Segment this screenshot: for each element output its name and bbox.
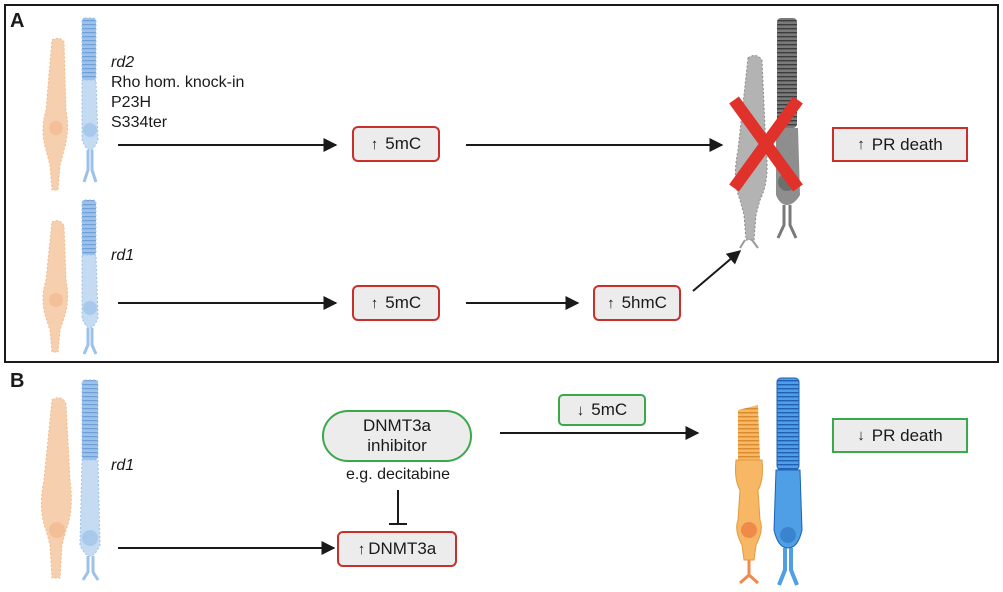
down-arrow-icon: ↓ [857, 427, 865, 444]
label-pr-death: PR death [871, 134, 943, 154]
decrease-pr-death-box: ↓ PR death [832, 418, 968, 453]
increase-5mc-box-a1: ↑ 5mC [352, 126, 440, 162]
inhibitor-example: e.g. decitabine [345, 466, 451, 483]
label-5mc: 5mC [385, 293, 422, 312]
increase-pr-death-box: ↑ PR death [832, 127, 968, 162]
healthy-cone [735, 405, 763, 585]
degenerating-cone-b [40, 397, 72, 579]
panel-b-letter: B [10, 370, 25, 392]
degenerating-rod-a1 [81, 17, 99, 183]
increase-dnmt3a-box: ↑ DNMT3a [337, 531, 457, 567]
up-arrow-icon: ↑ [857, 136, 865, 153]
cross-mark-icon [729, 96, 803, 192]
model-rho-knock-in: Rho hom. knock-in [111, 74, 245, 91]
degenerating-cone-a2 [42, 220, 69, 353]
degenerating-rod-b [79, 379, 101, 581]
arrow-a2-5hmc-to-death [692, 250, 742, 292]
decrease-5mc-box: ↓ 5mC [558, 394, 646, 426]
increase-5mc-box-a2: ↑ 5mC [352, 285, 440, 321]
dnmt3a-inhibitor-pill: DNMT3a inhibitor [322, 410, 472, 462]
inhibitor-line1: DNMT3a [362, 416, 431, 435]
healthy-rod [773, 377, 803, 586]
up-arrow-icon: ↑ [370, 294, 379, 312]
down-arrow-icon: ↓ [576, 401, 585, 419]
model-rd2: rd2 [111, 54, 135, 71]
model-s334ter: S334ter [111, 114, 168, 131]
degenerating-rod-a2 [81, 199, 99, 355]
mouse-model-list: rd2 Rho hom. knock-in P23H S334ter [111, 53, 244, 133]
model-rd1-a: rd1 [111, 247, 135, 264]
label-5mc: 5mC [591, 400, 628, 419]
degenerating-cone-a1 [42, 37, 69, 191]
label-5mc: 5mC [385, 134, 422, 153]
label-dnmt3a: DNMT3a [368, 539, 437, 558]
up-arrow-icon: ↑ [357, 540, 366, 558]
label-pr-death: PR death [871, 425, 943, 445]
inhibitor-line2: inhibitor [367, 436, 427, 455]
increase-5hmc-box: ↑ 5hmC [593, 285, 681, 321]
model-rd1-b: rd1 [111, 457, 135, 474]
panel-a-letter: A [10, 10, 25, 32]
model-p23h: P23H [111, 94, 152, 111]
up-arrow-icon: ↑ [607, 294, 615, 312]
panel-a-frame [4, 4, 999, 363]
label-5hmc: 5hmC [621, 293, 667, 312]
up-arrow-icon: ↑ [370, 135, 379, 153]
